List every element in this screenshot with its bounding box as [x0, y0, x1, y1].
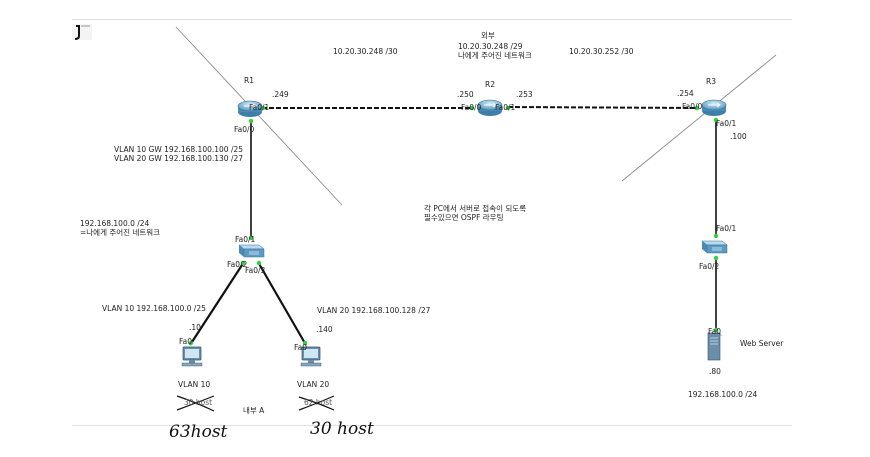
strikethrough-marks: [176, 395, 335, 412]
top-divider: [72, 19, 792, 20]
switch-sw1-fa02: Fa0/2: [227, 260, 248, 269]
pc-vlan20-hosts-struck: 62 host: [304, 398, 333, 407]
switch-sw1-fa01: Fa0/1: [235, 235, 256, 244]
router-r2-fa00: Fa0/0: [461, 103, 482, 112]
link-r2-r3[interactable]: [507, 106, 699, 109]
task-note-line2: 필수있으면 OSPF 라우팅: [424, 213, 504, 222]
pc-vlan10-hosts-handwritten: 63host: [169, 422, 228, 442]
port-indicators: [188, 105, 719, 346]
router-r1-fa01: Fa0/1: [249, 103, 270, 112]
vlan20-gateway: VLAN 20 GW 192.168.100.130 /27: [114, 154, 244, 163]
window-corner-icon: [72, 24, 92, 40]
router-r3-ip-left: .254: [677, 89, 694, 98]
router-r3-fa00: Fa0/0: [682, 102, 703, 111]
switch-sw1-fa03: Fa0/3: [245, 266, 266, 275]
inside-network: 192.168.100.0 /24: [80, 219, 150, 228]
router-r2-fa01: Fa0/1: [495, 103, 516, 112]
switch-sw2-fa01: Fa0/1: [716, 224, 737, 233]
link-r1-r2-subnet: 10.20.30.248 /30: [333, 47, 398, 56]
link-sw1-pc2[interactable]: [257, 261, 307, 346]
outside-title: 외부: [481, 31, 495, 40]
vlan10-subnet: VLAN 10 192.168.100.0 /25: [102, 304, 206, 313]
router-r2-name: R2: [485, 80, 495, 89]
pc-vlan20-port: Fa0: [294, 343, 307, 352]
web-server-ip: .80: [709, 367, 721, 376]
boundary-line-1: [175, 26, 343, 206]
pc-vlan20-icon[interactable]: [300, 346, 322, 367]
link-r2-r3-subnet: 10.20.30.252 /30: [569, 47, 634, 56]
switch-sw2-fa02: Fa0/2: [699, 262, 720, 271]
vlan20-subnet: VLAN 20 192.168.100.128 /27: [317, 306, 431, 315]
vlan10-gateway: VLAN 10 GW 192.168.100.100 /25: [114, 145, 244, 154]
inside-a-label: 내부 A: [243, 406, 265, 415]
outside-network: 10.20.30.248 /29: [458, 42, 523, 51]
router-r3-name: R3: [706, 77, 716, 86]
pc-vlan10-icon[interactable]: [181, 346, 203, 367]
router-r1-fa00: Fa0/0: [234, 125, 255, 134]
pc-vlan20-name: VLAN 20: [297, 380, 330, 389]
router-r3-ip-right: .100: [730, 132, 747, 141]
pc-vlan20-ip: .140: [316, 325, 333, 334]
router-r1-ip: .249: [272, 90, 289, 99]
router-r2-ip-left: .250: [457, 90, 474, 99]
pc-vlan20-hosts-handwritten: 30 host: [310, 419, 374, 439]
switch-sw1-icon[interactable]: [238, 244, 265, 258]
web-server-icon[interactable]: [707, 332, 723, 361]
pc-vlan10-ip: .10: [189, 323, 201, 332]
router-r1-icon[interactable]: [237, 100, 263, 117]
web-server-name: Web Server: [740, 339, 784, 348]
inside-given-note: =나에게 주어진 네트워크: [80, 228, 161, 237]
router-r1-name: R1: [244, 76, 254, 85]
router-r2-ip-right: .253: [516, 90, 533, 99]
boundary-line-2: [621, 54, 777, 182]
pc-vlan10-port: Fa0: [179, 337, 192, 346]
task-note-line1: 각 PC에서 서버로 접속이 되도록: [424, 204, 527, 213]
pc-vlan10-hosts-struck: 30 host: [184, 398, 213, 407]
web-server-port: Fa0: [708, 327, 721, 336]
router-r3-fa01: Fa0/1: [716, 119, 737, 128]
switch-sw2-icon[interactable]: [701, 240, 728, 254]
bottom-divider: [72, 425, 792, 426]
router-r2-icon[interactable]: [477, 99, 503, 116]
pc-vlan10-name: VLAN 10: [178, 380, 211, 389]
server-network: 192.168.100.0 /24: [688, 390, 758, 399]
link-sw1-pc1[interactable]: [189, 261, 245, 346]
router-r3-icon[interactable]: [701, 99, 727, 116]
outside-given-note: 나에게 주어진 네트워크: [458, 51, 532, 60]
